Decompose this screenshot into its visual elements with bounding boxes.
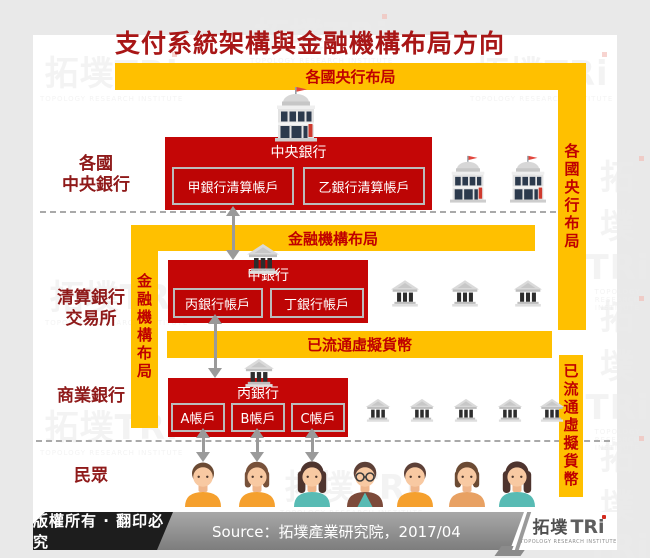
source-bar: Source：拓墣產業研究院，2017/04 [142,512,524,550]
central-bank-box: 中央銀行 甲銀行清算帳戶 乙銀行清算帳戶 [165,137,432,210]
band-financial-institutions-vertical: 金融機構布局 [131,225,158,428]
classical-bank-icon [365,396,391,424]
band-virtual-currency: 已流通虛擬貨幣 [167,331,552,358]
classical-bank-icon [242,358,276,387]
classical-bank-icon [539,396,565,424]
row-label-line: 清算銀行 [57,288,125,308]
classical-bank-icon [497,396,523,424]
person-female-icon [234,461,280,507]
tri-logo-caption: TOPOLOGY RESEARCH INSTITUTE [520,538,617,545]
band-virtual-currency-label: 已流通虛擬貨幣 [306,336,412,354]
separator-dashed [40,211,556,213]
classical-bank-icon [390,278,420,308]
separator-dashed [36,440,610,442]
tri-logo-panel: 拓墣 TRi TOPOLOGY RESEARCH INSTITUTE [512,512,617,550]
account-c: C帳戶 [291,403,345,432]
row-label-line: 中央銀行 [62,175,130,195]
bank-c-box: 丙銀行 A帳戶 B帳戶 C帳戶 [168,378,348,437]
page-title: 支付系統架構與金融機構布局方向 [114,29,505,58]
row-label-line: 各國 [79,154,113,174]
bank-d-account: 丁銀行帳戶 [269,288,364,318]
row-label-central-banks: 各國 中央銀行 [40,154,152,196]
clearing-account-a: 甲銀行清算帳戶 [172,167,294,205]
band-virtual-currency-vertical-label: 已流通虛擬貨幣 [561,363,580,489]
classical-bank-icon [453,396,479,424]
band-central-banks: 各國央行布局 [115,63,586,90]
person-female-long-hair-icon [289,461,335,507]
tri-logo-en: TRi [570,514,606,538]
classical-bank-icon [409,396,435,424]
person-male-icon [180,461,226,507]
classical-bank-icon [245,243,281,274]
flow-arrow [305,428,319,462]
flow-arrow [208,314,222,378]
person-male-glasses-icon [342,461,388,507]
account-a: A帳戶 [171,403,225,432]
row-label-clearing-banks: 清算銀行 交易所 [40,288,142,330]
copyright-bar: 版權所有 · 翻印必究 [33,512,173,550]
flow-arrow [196,428,210,462]
band-central-banks-vertical: 各國央行布局 [558,63,586,330]
row-label-line: 交易所 [65,309,117,329]
band-financial-institutions-label: 金融機構布局 [287,229,378,248]
clearing-account-b: 乙銀行清算帳戶 [303,167,425,205]
classical-bank-icon [450,278,480,308]
bank-building-icon [444,150,492,208]
bank-c-box-title: 丙銀行 [237,386,279,402]
band-virtual-currency-vertical: 已流通虛擬貨幣 [559,355,583,497]
band-central-banks-label: 各國央行布局 [305,68,396,86]
tri-logo-red-dot [601,514,606,519]
source-text: Source：拓墣產業研究院，2017/04 [212,522,461,541]
band-financial-institutions: 金融機構布局 [131,225,535,251]
tri-logo: 拓墣 TRi [532,514,606,538]
flow-arrow [250,428,264,462]
bank-building-icon [504,150,552,208]
tri-logo-chinese: 拓墣 [532,517,569,538]
row-label-line: 商業銀行 [57,386,125,406]
person-female-icon [444,461,490,507]
central-bank-box-title: 中央銀行 [270,145,327,161]
band-central-banks-vertical-label: 各國央行布局 [562,142,581,251]
row-label-public: 民眾 [40,466,142,487]
person-male-icon [392,461,438,507]
row-label-commercial-banks: 商業銀行 [40,386,142,407]
band-financial-institutions-vertical-label: 金融機構布局 [135,272,153,381]
person-female-long-hair-icon [494,461,540,507]
classical-bank-icon [513,278,543,308]
row-label-line: 民眾 [74,466,108,486]
flow-arrow [226,206,240,260]
copyright-text: 版權所有 · 翻印必究 [33,512,165,551]
bank-building-icon [267,86,325,142]
